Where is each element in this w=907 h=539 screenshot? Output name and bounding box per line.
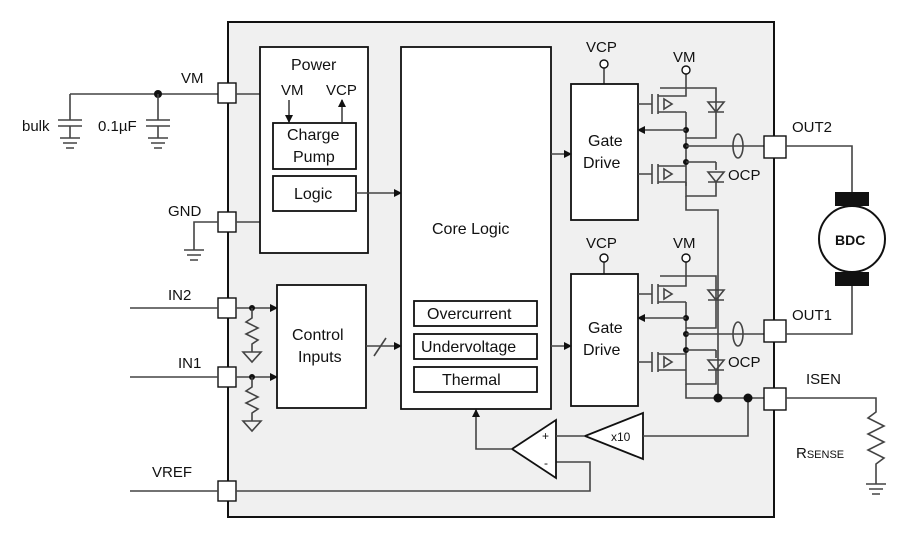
undervoltage-label: Undervoltage — [421, 339, 516, 356]
out1-pin-label: OUT1 — [792, 307, 832, 324]
vm-pin-label: VM — [181, 70, 204, 87]
logic-label: Logic — [294, 186, 332, 203]
thermal-label: Thermal — [442, 372, 501, 389]
upper-h-bridge — [637, 87, 764, 398]
lower-h-bridge — [637, 275, 764, 403]
charge-pump-line1: Charge — [287, 127, 340, 144]
motor-label: BDC — [835, 232, 865, 248]
vref-pin-label: VREF — [152, 464, 192, 481]
lower-gate-drive-line2: Drive — [583, 342, 620, 359]
lower-ocp-label: OCP — [728, 354, 761, 371]
rsense-sub: SENSE — [807, 449, 844, 461]
vm-supply-network — [58, 90, 218, 149]
isen-pin — [763, 387, 787, 411]
vm-pin — [217, 82, 237, 104]
overcurrent-label: Overcurrent — [427, 306, 512, 323]
upper-gate-drive-line1: Gate — [588, 133, 623, 150]
bdc-motor — [818, 192, 886, 286]
control-label-line2: Inputs — [298, 349, 342, 366]
lower-gate-drive — [570, 273, 639, 407]
decoupling-cap-label: 0.1µF — [98, 118, 137, 135]
overcurrent-block — [413, 300, 538, 327]
lower-gate-drive-line1: Gate — [588, 320, 623, 337]
gnd-pin — [217, 211, 237, 233]
isen-pin-label: ISEN — [806, 371, 841, 388]
upper-ocp-label: OCP — [728, 167, 761, 184]
rsense-label: RSENSE — [796, 445, 844, 462]
out2-pin-label: OUT2 — [792, 119, 832, 136]
out2-pin — [763, 135, 787, 159]
control-inputs-block — [276, 284, 367, 409]
rsense-main: R — [796, 445, 807, 462]
upper-vcp-label: VCP — [586, 39, 617, 56]
upper-ocp-sensor — [732, 133, 744, 159]
control-label-line1: Control — [292, 327, 344, 344]
core-logic-label: Core Logic — [432, 221, 509, 238]
comparator — [510, 418, 557, 480]
input-pulldowns — [236, 304, 278, 433]
comparator-plus: + — [542, 429, 549, 443]
comparator-minus: - — [544, 456, 548, 470]
vref-pin — [217, 480, 237, 502]
out1-pin — [763, 319, 787, 343]
charge-pump-line2: Pump — [293, 149, 335, 166]
bulk-cap-label: bulk — [22, 118, 50, 135]
in2-pin-label: IN2 — [168, 287, 191, 304]
power-title: Power — [291, 57, 337, 74]
upper-gate-drive — [570, 83, 639, 221]
lower-ocp-sensor — [732, 321, 744, 347]
gnd-pin-label: GND — [168, 203, 202, 220]
undervoltage-block — [413, 333, 538, 360]
upper-vm-label: VM — [673, 49, 696, 66]
lower-vcp-label: VCP — [586, 235, 617, 252]
charge-pump-block — [272, 122, 357, 170]
power-vcp-label: VCP — [326, 82, 357, 99]
thermal-block — [413, 366, 538, 393]
power-vm-label: VM — [281, 82, 304, 99]
lower-vm-label: VM — [673, 235, 696, 252]
in1-pin-label: IN1 — [178, 355, 201, 372]
in2-pin — [217, 297, 237, 319]
upper-gate-drive-line2: Drive — [583, 155, 620, 172]
in1-pin — [217, 366, 237, 388]
x10-label: x10 — [611, 430, 631, 444]
